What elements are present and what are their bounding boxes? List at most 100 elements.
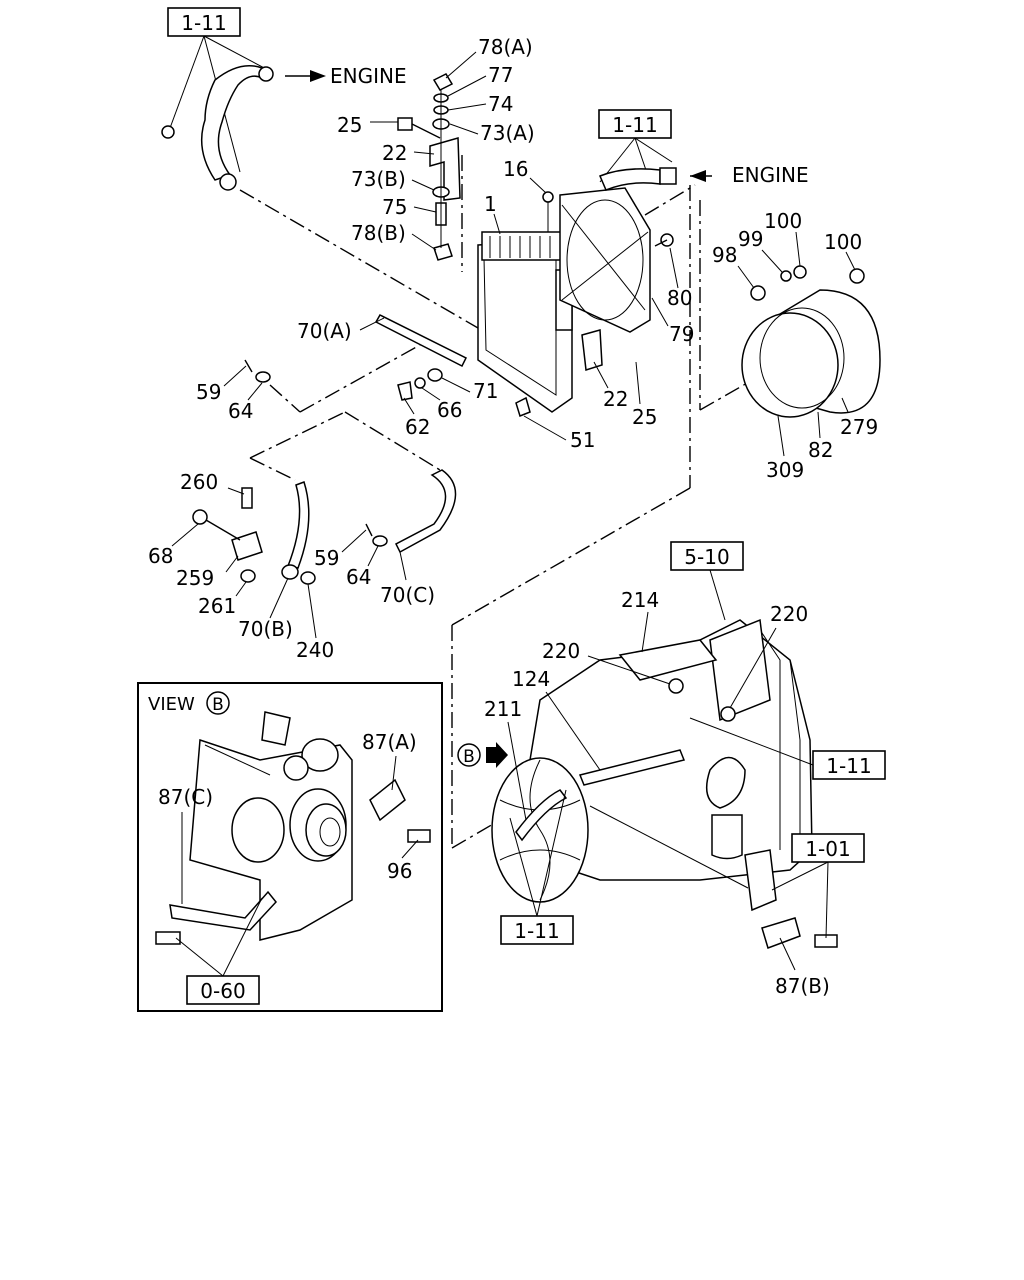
nut (433, 243, 453, 261)
ref-box-3[interactable] (670, 541, 744, 571)
callout-74: 74 (488, 92, 513, 116)
callout-78a: 78(A) (478, 35, 533, 59)
ref-label-6: 1-11 (514, 919, 559, 943)
callout-25a: 25 (337, 113, 362, 137)
housing (261, 711, 291, 746)
washer (372, 535, 388, 547)
pipe-124 (578, 749, 686, 786)
short-hose (599, 168, 661, 191)
callout-73a: 73(A) (480, 121, 535, 145)
arrow-right-icon (310, 70, 326, 82)
ref-box-2[interactable] (598, 109, 672, 139)
callout-87b: 87(B) (775, 974, 830, 998)
callout-87c: 87(C) (158, 785, 213, 809)
guide-line (239, 189, 479, 329)
view-frame (137, 682, 443, 1012)
callout-59b: 59 (314, 546, 339, 570)
callout-82: 82 (808, 438, 833, 462)
lower-pipe-group (192, 314, 468, 585)
bolt (397, 381, 413, 401)
pulley (301, 738, 339, 772)
callout-64b: 64 (346, 565, 371, 589)
ref-label-2: 1-11 (612, 113, 657, 137)
callout-22a: 22 (382, 141, 407, 165)
bolt (397, 117, 413, 131)
callout-78b: 78(B) (351, 221, 406, 245)
drain-cock (515, 396, 531, 417)
engine-label-right: ENGINE (732, 163, 809, 187)
callout-80: 80 (667, 286, 692, 310)
callout-73b: 73(B) (351, 167, 406, 191)
view-label-marker: B (212, 695, 224, 715)
callout-70a: 70(A) (297, 319, 352, 343)
flywheel-housing (709, 618, 771, 722)
ref-box-5[interactable] (791, 833, 865, 863)
callout-214: 214 (621, 588, 659, 612)
callout-259: 259 (176, 566, 214, 590)
arrow-right-icon (486, 742, 508, 768)
bracket-87b (744, 849, 777, 912)
callout-98: 98 (712, 243, 737, 267)
callout-220b: 220 (542, 639, 580, 663)
callout-260: 260 (180, 470, 218, 494)
bracket-87a (369, 778, 406, 822)
callout-99: 99 (738, 227, 763, 251)
bracket-87c (169, 890, 277, 931)
view-marker-letter: B (463, 747, 475, 767)
callout-22b: 22 (603, 387, 628, 411)
pulley-small (283, 755, 309, 781)
fan-ring (741, 265, 881, 418)
view-b-inset: VIEW B 0-60 (137, 682, 443, 1012)
bolt-96 (407, 829, 431, 843)
callout-100b: 100 (824, 230, 862, 254)
ref-box-4[interactable] (812, 750, 886, 780)
clip (849, 268, 865, 284)
callout-100a: 100 (764, 209, 802, 233)
view-marker-circle (457, 743, 481, 767)
bolt-68 (192, 509, 208, 525)
clamp (281, 564, 299, 580)
callout-70b: 70(B) (238, 617, 293, 641)
cap (542, 191, 554, 203)
callout-77: 77 (488, 63, 513, 87)
guide-line (644, 184, 696, 216)
upper-hose-group: 1-11 ENGINE (161, 7, 407, 191)
fan-guard (741, 312, 839, 418)
bracket-259 (231, 531, 263, 561)
lower-bracket (581, 329, 603, 371)
callout-1: 1 (484, 192, 497, 216)
nut (432, 73, 454, 91)
hose-clamp (258, 66, 274, 82)
guide-line (299, 344, 421, 413)
hose-clamp (219, 173, 237, 191)
fitting-220 (668, 678, 684, 694)
callout-261: 261 (198, 594, 236, 618)
ref-label-1: 1-11 (181, 11, 226, 35)
engine-assembly: 5-10 (491, 541, 838, 949)
hose-clamp (659, 167, 677, 185)
callout-64a: 64 (228, 399, 253, 423)
ref-label-4: 1-11 (826, 754, 871, 778)
hose-clamp (161, 125, 175, 139)
view-b-marker: B (457, 742, 508, 768)
nut (793, 265, 807, 279)
bolt-260 (241, 487, 253, 509)
callout-124: 124 (512, 667, 550, 691)
view-label: VIEW (148, 694, 195, 715)
upper-radiator-hose (200, 65, 263, 181)
guide-line (269, 384, 301, 413)
bolt (155, 931, 181, 945)
water-pump (231, 797, 285, 863)
callout-220a: 220 (770, 602, 808, 626)
callout-71: 71 (473, 379, 498, 403)
hose-70b (286, 481, 310, 569)
callout-279: 279 (840, 415, 878, 439)
callout-309: 309 (766, 458, 804, 482)
hose-211 (515, 789, 568, 842)
bolt (750, 285, 766, 301)
guide-line (451, 819, 501, 849)
bracket (429, 137, 461, 201)
guide-line (451, 487, 691, 626)
washer (780, 270, 792, 282)
